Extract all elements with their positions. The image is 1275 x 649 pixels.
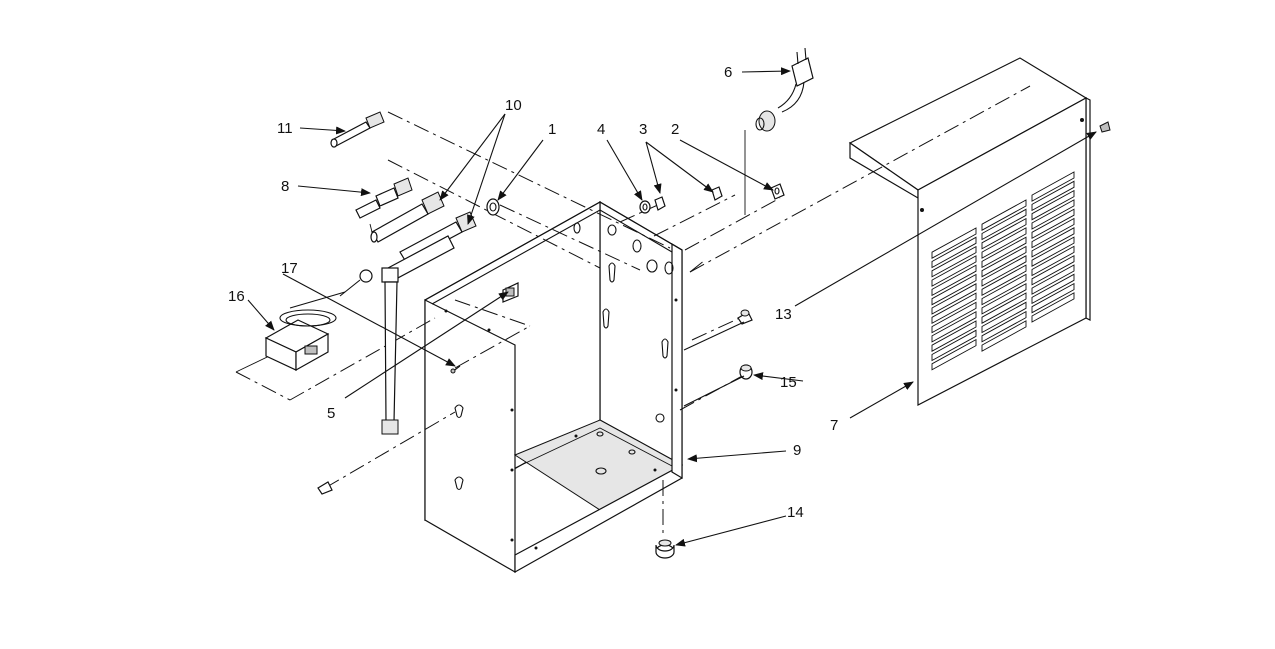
- louver-slat: [981, 310, 1027, 343]
- bushing-part-15: [739, 364, 753, 380]
- louver-slat: [1031, 180, 1075, 212]
- washer-part-1: [486, 198, 500, 216]
- louver-slat: [1031, 282, 1075, 314]
- callout-7: 7: [830, 417, 838, 434]
- callout-11: 11: [277, 120, 293, 137]
- louver-slat: [931, 292, 977, 325]
- louver-slat: [981, 199, 1027, 231]
- callout-4: 4: [597, 121, 605, 138]
- callout-5: 5: [327, 405, 335, 422]
- louver-slat: [981, 273, 1027, 306]
- louver-slat: [1031, 189, 1075, 221]
- louver-slat: [931, 236, 977, 269]
- louver-slat: [1031, 199, 1075, 230]
- screw-lower-left: [317, 481, 333, 495]
- louver-slat: [931, 310, 977, 343]
- louver-slat: [931, 264, 977, 297]
- probe-part-11: [330, 111, 385, 148]
- cover-screw: [1099, 121, 1111, 133]
- callout-10: 10: [505, 97, 522, 114]
- louver-slat: [931, 301, 977, 334]
- louver-slat: [981, 292, 1027, 324]
- callout-9: 9: [793, 442, 801, 459]
- louver-slat: [981, 320, 1027, 352]
- louver-slat: [931, 338, 977, 371]
- assembly-guide-lines: [235, 85, 1031, 535]
- control-box-part-16: [264, 291, 346, 372]
- louver-slat: [981, 255, 1027, 287]
- pipe-assembly: [339, 235, 455, 435]
- louver-slat: [1031, 245, 1075, 277]
- louver-slat: [981, 264, 1027, 297]
- callout-3: 3: [639, 121, 647, 138]
- grille-cover-part-7: [848, 57, 1091, 406]
- louver-slat: [981, 227, 1027, 259]
- callout-15: 15: [780, 374, 797, 391]
- callout-6: 6: [724, 64, 732, 81]
- louver-slat: [931, 255, 977, 287]
- callout-2: 2: [671, 121, 679, 138]
- callout-labels: 11 8 10 1 4 3 2 6 17 16 5 13 15 7 9 14: [228, 64, 838, 521]
- louver-slat: [981, 301, 1027, 334]
- louver-slat: [931, 273, 977, 306]
- louver-slat: [1031, 292, 1075, 323]
- screw-part-17: [450, 365, 461, 374]
- louver-slat: [981, 282, 1027, 315]
- nut-part-2: [770, 183, 785, 200]
- louver-slat: [931, 283, 977, 315]
- louver-slat: [981, 217, 1027, 250]
- screw-part-13: [737, 309, 753, 325]
- power-plug-part-6: [755, 47, 814, 132]
- leader-lines: [247, 67, 1097, 547]
- louver-slat: [1031, 264, 1075, 295]
- louver-slat: [931, 227, 977, 259]
- callout-14: 14: [787, 504, 804, 521]
- cabinet-part-9: [424, 200, 684, 574]
- louver-slat: [1031, 217, 1075, 249]
- louver-slat: [981, 208, 1027, 241]
- louver-slat: [1031, 227, 1075, 258]
- callout-17: 17: [281, 260, 298, 277]
- louver-slat: [981, 245, 1027, 278]
- callout-13: 13: [775, 306, 792, 323]
- louver-slat: [981, 236, 1027, 269]
- nut-part-3: [654, 186, 723, 211]
- louver-slat: [1031, 208, 1075, 240]
- washer-part-4: [639, 200, 651, 214]
- louver-slat: [1031, 254, 1075, 286]
- louver-slat: [1031, 273, 1075, 305]
- callout-8: 8: [281, 178, 289, 195]
- foot-part-14: [655, 539, 675, 559]
- louver-slat: [931, 320, 977, 352]
- louver-slat: [1031, 171, 1075, 202]
- callout-1: 1: [548, 121, 556, 138]
- callout-16: 16: [228, 288, 245, 305]
- louver-slat: [931, 329, 977, 362]
- probe-part-10: [370, 191, 477, 263]
- louver-slat: [931, 245, 977, 278]
- louver-slots: [931, 171, 1075, 371]
- louver-slat: [1031, 236, 1075, 267]
